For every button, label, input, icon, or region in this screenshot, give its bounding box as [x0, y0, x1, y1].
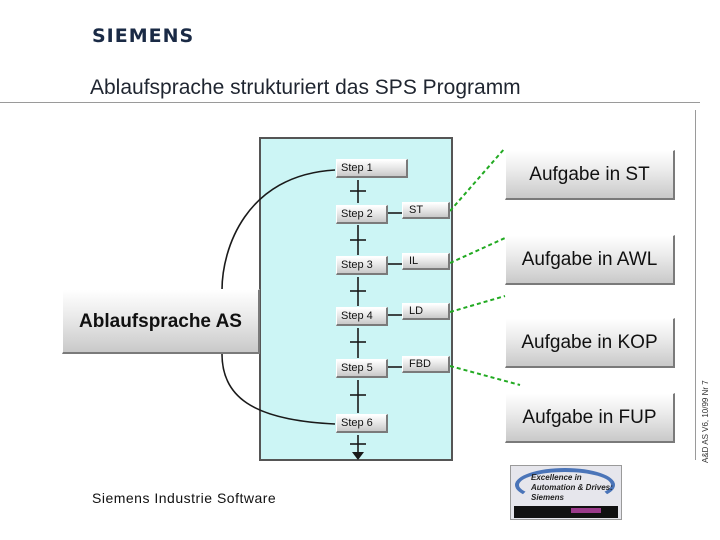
step-4: Step 4 [336, 307, 388, 326]
slide-reference-text: A&D AS V6, 10/99 Nr 7 [701, 380, 710, 463]
task-fup: Aufgabe in FUP [505, 393, 675, 443]
ablaufsprache-box: Ablaufsprache AS [62, 289, 260, 354]
loop-arc-lower [221, 353, 336, 425]
step-2: Step 2 [336, 205, 388, 224]
lang-il: IL [402, 253, 450, 270]
step-1: Step 1 [336, 159, 408, 178]
task-kop: Aufgabe in KOP [505, 318, 675, 368]
slide-title: Ablaufsprache strukturiert das SPS Progr… [90, 76, 521, 99]
siemens-logo: SIEMENS [92, 25, 195, 47]
step-6: Step 6 [336, 414, 388, 433]
swoosh-icon [515, 468, 615, 502]
sequence-end-arrow [352, 452, 364, 460]
badge-accent [571, 508, 601, 513]
dash-ld [449, 295, 506, 313]
dash-st [449, 147, 506, 212]
side-divider [695, 110, 696, 460]
step-5: Step 5 [336, 359, 388, 378]
badge-bar [514, 506, 618, 518]
dash-fbd [449, 365, 521, 386]
task-st: Aufgabe in ST [505, 150, 675, 200]
title-divider [0, 102, 700, 103]
lang-st: ST [402, 202, 450, 219]
lang-fbd: FBD [402, 356, 450, 373]
step-3: Step 3 [336, 256, 388, 275]
task-awl: Aufgabe in AWL [505, 235, 675, 285]
lang-ld: LD [402, 303, 450, 320]
footer-company: Siemens Industrie Software [92, 490, 277, 506]
dash-il [449, 237, 506, 264]
loop-arc-upper [221, 169, 336, 291]
